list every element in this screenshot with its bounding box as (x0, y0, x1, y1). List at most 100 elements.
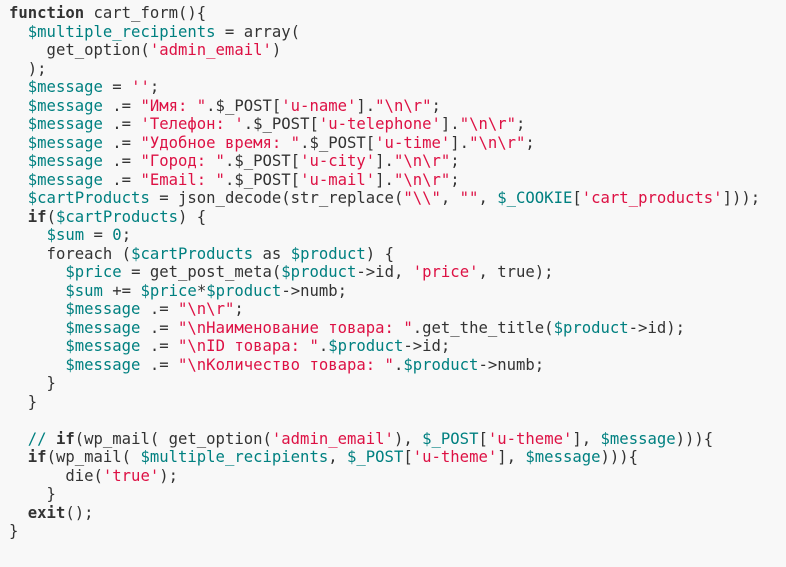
code-token: .= (102, 115, 141, 133)
string-token: 'u-time' (375, 133, 451, 152)
string-token: 'u-telephone' (318, 115, 441, 133)
string-token: "Имя: " (140, 96, 207, 115)
variable-token: $_POST (422, 429, 479, 448)
code-line: die('true'); (9, 467, 786, 486)
code-line: $message .= "Удобное время: ".$_POST['u-… (9, 134, 786, 153)
code-line: $message .= 'Телефон: '.$_POST['u-teleph… (9, 115, 786, 134)
code-token: .$_POST[ (206, 96, 282, 115)
code-token: * (196, 281, 207, 300)
code-line: $message .= "\nНаименование товара: ".ge… (9, 319, 786, 338)
variable-token: $product (206, 281, 282, 300)
code-token (9, 337, 65, 355)
code-token (9, 134, 28, 152)
variable-token: $cartProducts (131, 244, 254, 263)
code-token: , (440, 189, 460, 207)
code-token (9, 226, 47, 244)
code-token (9, 23, 28, 41)
code-token: .$_POST[ (300, 133, 376, 152)
code-token: ->id, (356, 263, 413, 281)
string-token: "" (459, 189, 479, 207)
code-token (9, 448, 28, 466)
code-line: ); (9, 60, 786, 79)
code-line: } (9, 374, 786, 393)
code-token (9, 356, 65, 374)
code-token (9, 97, 28, 115)
code-line (9, 411, 786, 430)
variable-token: $cartProducts (27, 189, 150, 207)
code-line: $sum = 0; (9, 226, 786, 245)
keyword-token: function (9, 4, 85, 22)
string-token: "\n\r" (375, 96, 432, 115)
code-token: } (9, 392, 38, 411)
code-token: ) { (365, 244, 394, 263)
code-token: ]. (450, 133, 470, 152)
variable-token: $multiple_recipients (27, 22, 216, 41)
keyword-token: if (55, 429, 75, 448)
variable-token: $message (65, 355, 141, 374)
variable-token: $message (27, 133, 103, 152)
code-token: ) { (178, 207, 207, 226)
variable-token: 0 (112, 226, 122, 244)
code-token: ]. (375, 170, 394, 189)
code-token (9, 504, 28, 522)
code-token: .= (140, 300, 179, 318)
variable-token: $_COOKIE (497, 189, 573, 207)
variable-token: $price (140, 281, 197, 300)
string-token: "Удобное время: " (140, 133, 301, 152)
code-token: ))){ (600, 448, 639, 466)
code-token: ; (450, 170, 460, 189)
string-token: 'u-theme' (487, 429, 573, 448)
keyword-token: if (27, 448, 47, 466)
code-line: $cartProducts = json_decode(str_replace(… (9, 189, 786, 208)
code-token: = (84, 226, 113, 244)
code-token: .$_POST[ (224, 170, 301, 189)
code-token: foreach ( (9, 244, 132, 263)
variable-token: $message (65, 337, 141, 355)
code-token: , (328, 448, 347, 466)
variable-token: $message (65, 318, 141, 337)
code-token: [ (478, 429, 488, 448)
code-token: ])); (722, 189, 761, 207)
string-token: 'u-city' (300, 152, 376, 170)
code-token: (); (65, 503, 94, 522)
code-line: $message .= "Email: ".$_POST['u-mail']."… (9, 171, 786, 190)
variable-token: $message (27, 152, 103, 170)
code-token: ))){ (675, 429, 714, 448)
string-token: "Город: " (140, 152, 225, 170)
code-token: , (478, 189, 498, 207)
code-token: = json_decode(str_replace( (149, 189, 404, 207)
code-token: ->id; (403, 337, 451, 355)
variable-token: $multiple_recipients (140, 448, 329, 466)
variable-token: $product (290, 244, 366, 263)
variable-token: $message (600, 429, 676, 448)
variable-token: $price (65, 263, 122, 281)
variable-token: $message (27, 78, 103, 96)
code-token (9, 282, 65, 300)
string-token: 'u-mail' (300, 170, 376, 189)
code-token: } (9, 485, 56, 503)
code-token (9, 152, 28, 170)
code-token: ; (516, 115, 526, 133)
code-token: , true); (478, 263, 554, 281)
code-token: += (102, 281, 141, 300)
code-token: ->numb; (281, 281, 348, 300)
code-token: .$_POST[ (224, 152, 301, 170)
code-token: ; (450, 152, 460, 170)
code-line: exit(); (9, 504, 786, 523)
code-token: ]. (375, 152, 394, 170)
code-token: .= (140, 318, 179, 337)
code-token: [ (403, 448, 413, 466)
code-token: ; (149, 78, 160, 96)
code-line: } (9, 393, 786, 412)
code-line: $message .= "Имя: ".$_POST['u-name']."\n… (9, 97, 786, 116)
code-token: die( (9, 466, 103, 485)
code-token: = get_post_meta( (121, 263, 282, 281)
code-token (9, 319, 65, 337)
code-line: function cart_form(){ (9, 4, 786, 23)
comment-token: // (27, 429, 56, 448)
keyword-token: exit (27, 503, 66, 522)
code-line: $message .= "Город: ".$_POST['u-city']."… (9, 152, 786, 171)
code-token: ; (431, 96, 441, 115)
code-token: } (9, 522, 19, 540)
